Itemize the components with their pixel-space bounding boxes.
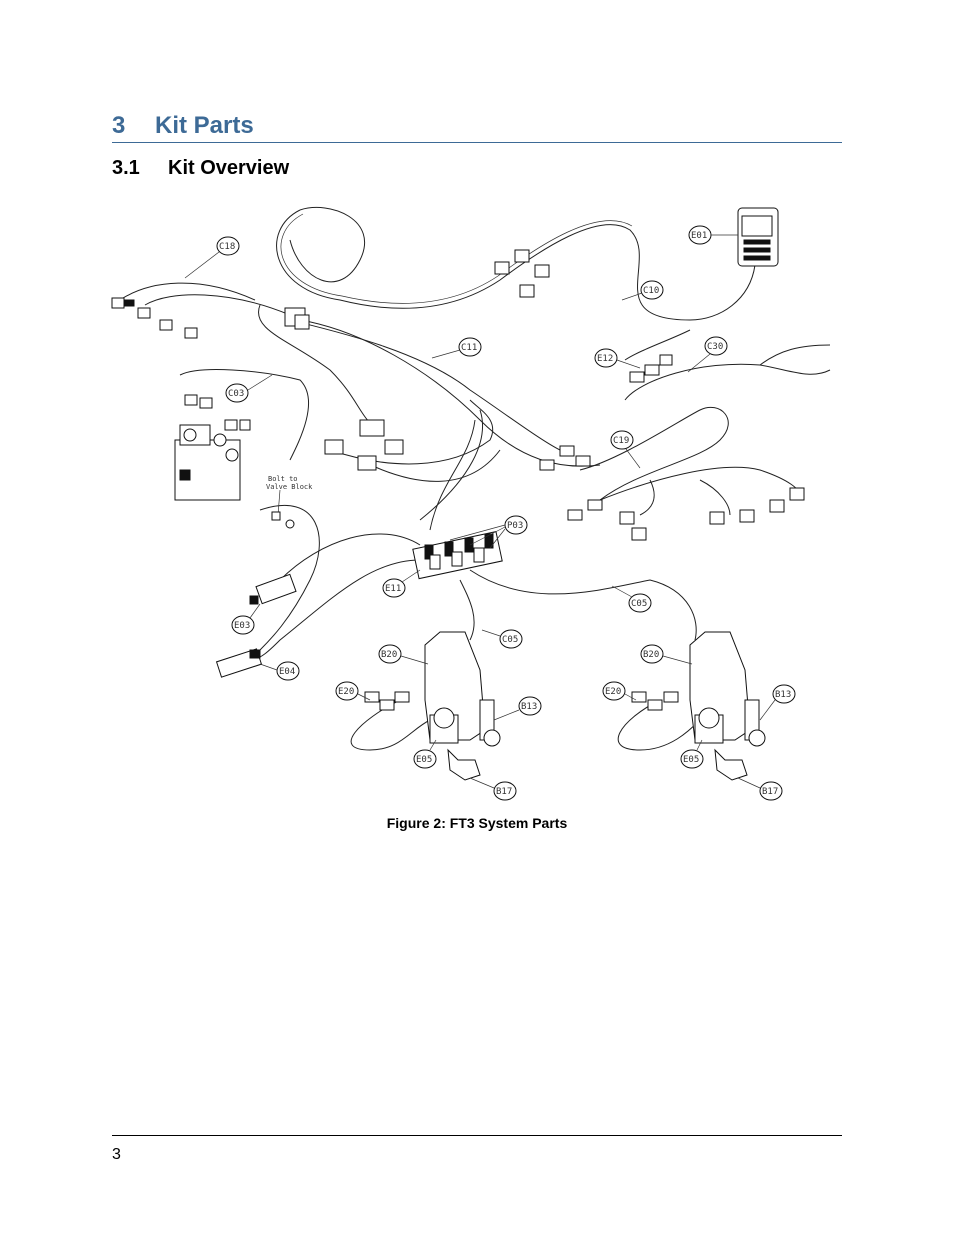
section-number: 3 xyxy=(112,112,126,139)
bolt-fitting xyxy=(271,489,295,529)
connector-group-c11 xyxy=(324,419,591,471)
connector-group-c10 xyxy=(494,249,550,298)
valve-block xyxy=(174,394,251,501)
subsection-title: Kit Overview xyxy=(168,157,290,179)
sensor-e03 xyxy=(249,573,297,605)
bolt-note-line1: Bolt to xyxy=(268,475,298,483)
section-title: Kit Parts xyxy=(155,112,254,139)
sensor-e04 xyxy=(215,648,263,678)
callout-e20-right: E20 xyxy=(605,687,621,697)
manifold-assembly xyxy=(412,531,503,580)
callout-c03: C03 xyxy=(228,389,244,399)
callout-c18: C18 xyxy=(219,242,235,252)
figure-caption: Figure 2: FT3 System Parts xyxy=(386,815,568,831)
connector-group-c18 xyxy=(111,297,310,339)
callout-b17-right: B17 xyxy=(762,787,778,797)
callout-c10: C10 xyxy=(643,286,659,296)
callout-b17-left: B17 xyxy=(496,787,512,797)
callout-e03: E03 xyxy=(234,621,250,631)
section-heading: 3 Kit Parts xyxy=(112,110,842,143)
subsection-number: 3.1 xyxy=(112,157,140,179)
display-unit xyxy=(737,207,779,267)
row-unit-left xyxy=(364,631,501,781)
bolt-note-line2: Valve Block xyxy=(266,483,313,491)
callout-p03: P03 xyxy=(507,521,523,531)
callout-e20-left: E20 xyxy=(338,687,354,697)
callout-c30: C30 xyxy=(707,342,723,352)
callout-b13-left: B13 xyxy=(521,702,537,712)
callout-e05-left: E05 xyxy=(416,755,432,765)
callout-b20-right: B20 xyxy=(643,650,659,660)
callout-b13-right: B13 xyxy=(775,690,791,700)
callout-e04: E04 xyxy=(279,667,295,677)
callout-e12: E12 xyxy=(597,354,613,364)
system-parts-diagram: C18 E01 C10 C11 C30 E12 C03 C19 P03 E11 … xyxy=(111,206,831,801)
callout-e11: E11 xyxy=(385,584,401,594)
callout-c05-right: C05 xyxy=(631,599,647,609)
connector-group-e12 xyxy=(629,354,673,383)
callout-labels: C18 E01 C10 C11 C30 E12 C03 C19 P03 E11 … xyxy=(184,225,796,801)
callout-e01: E01 xyxy=(691,231,707,241)
callout-c05-left: C05 xyxy=(502,635,518,645)
callout-b20-left: B20 xyxy=(381,650,397,660)
callout-c19: C19 xyxy=(613,436,629,446)
callout-e05-right: E05 xyxy=(683,755,699,765)
connector-group-c19 xyxy=(567,487,805,541)
page-number: 3 xyxy=(112,1146,121,1163)
callout-c11: C11 xyxy=(461,343,477,353)
footer-divider xyxy=(112,1135,842,1136)
row-unit-right xyxy=(631,631,766,781)
